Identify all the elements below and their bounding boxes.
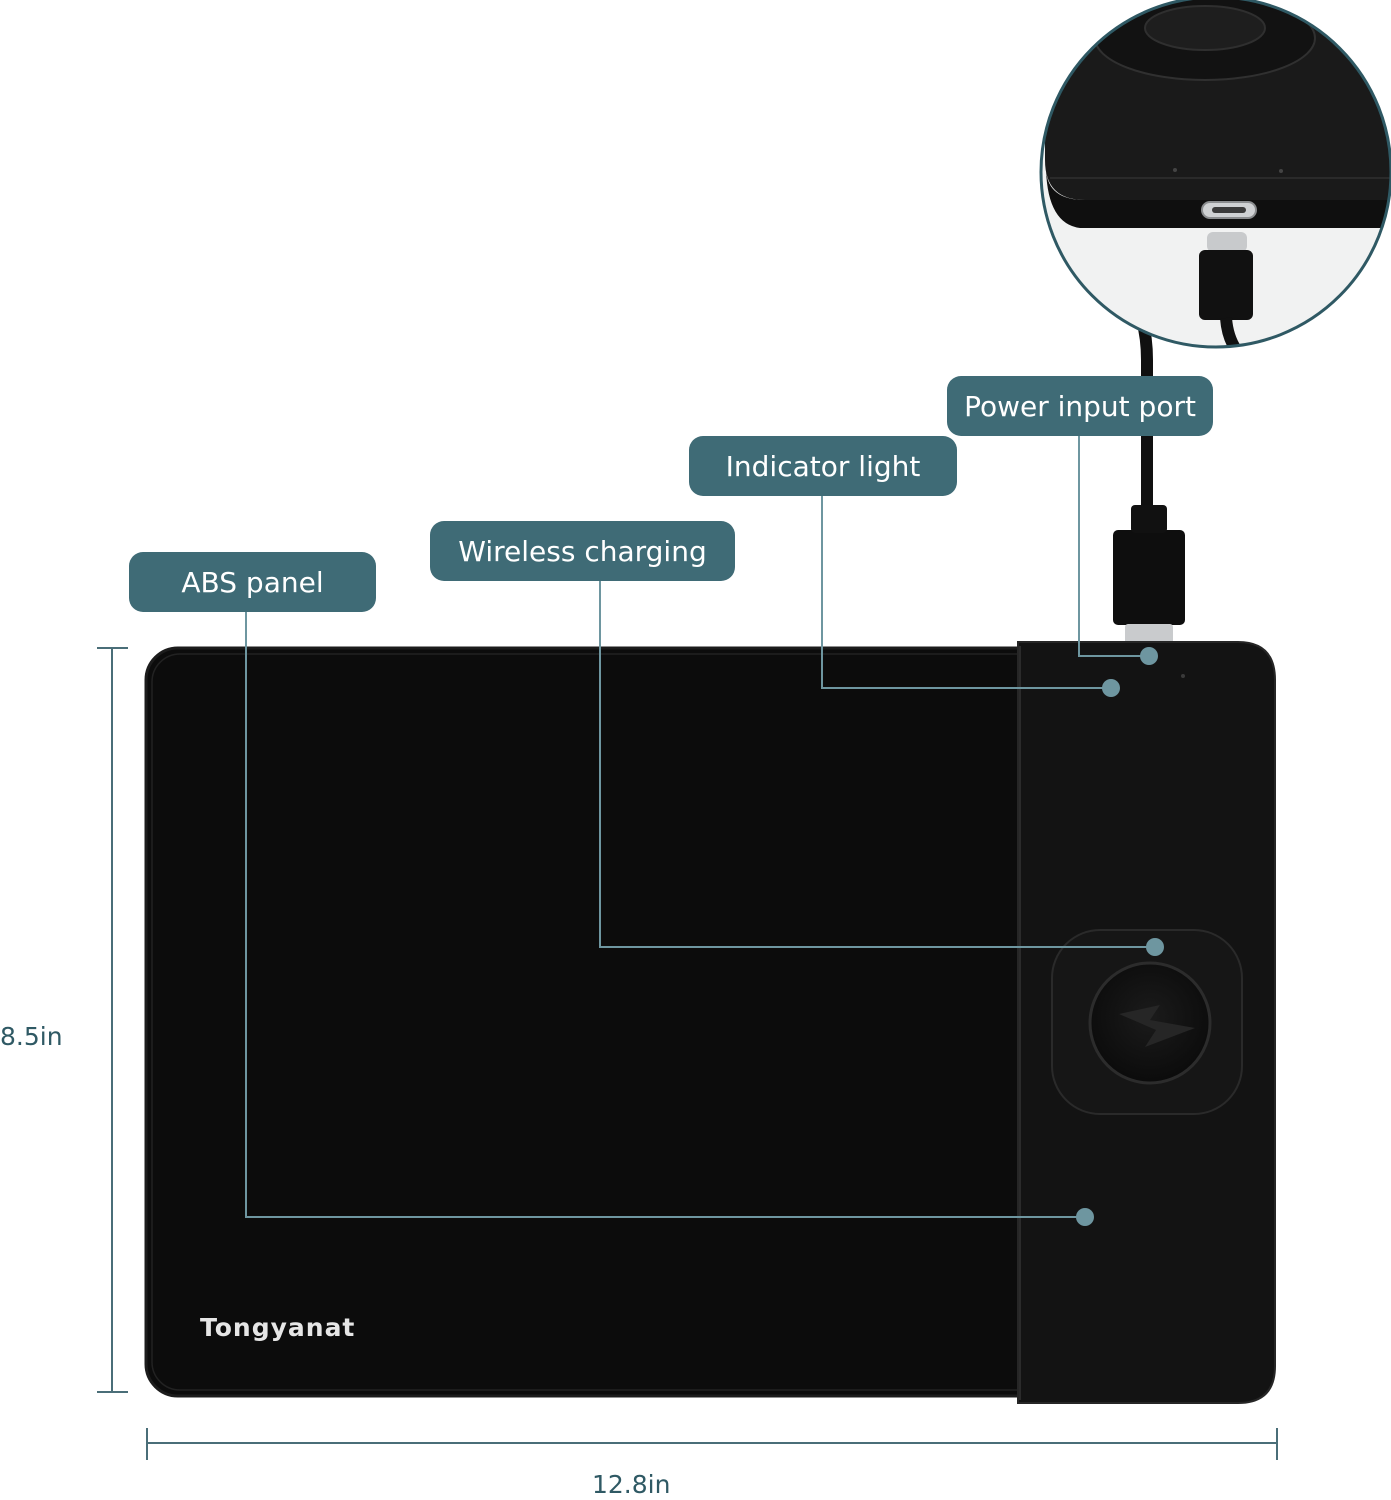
dot-indicator-light — [1102, 679, 1120, 697]
dot-abs-panel — [1076, 1208, 1094, 1226]
leader-indicator-light — [821, 496, 1111, 689]
leader-wireless-charging — [599, 580, 1155, 948]
callout-wireless-charging: Wireless charging — [430, 521, 735, 581]
brand-logo-text: Tongyanat — [200, 1313, 356, 1342]
detail-inset — [1039, 0, 1391, 349]
inset-usb-c-plug — [1207, 232, 1247, 252]
leader-power-port — [1078, 436, 1149, 657]
indicator-light-dot — [1181, 674, 1185, 678]
leader-abs-panel — [245, 611, 1085, 1218]
usb-plug-housing — [1113, 530, 1185, 625]
usb-c-connector — [1125, 624, 1173, 644]
callout-power-input-port: Power input port — [947, 376, 1213, 436]
dot-power-port — [1140, 647, 1158, 665]
dot-wireless-charging — [1146, 938, 1164, 956]
dimension-lines — [97, 647, 1278, 1460]
lightning-bolt-icon — [1119, 1005, 1195, 1047]
callout-indicator-light: Indicator light — [689, 436, 957, 496]
usb-plug-strain-relief — [1131, 505, 1167, 533]
dimension-width-label: 12.8in — [592, 1470, 671, 1499]
callout-abs-panel: ABS panel — [129, 552, 376, 612]
leader-lines — [245, 436, 1155, 1218]
mouse-mat — [144, 646, 1068, 1398]
dimension-height-label: 8.5in — [0, 1022, 63, 1051]
